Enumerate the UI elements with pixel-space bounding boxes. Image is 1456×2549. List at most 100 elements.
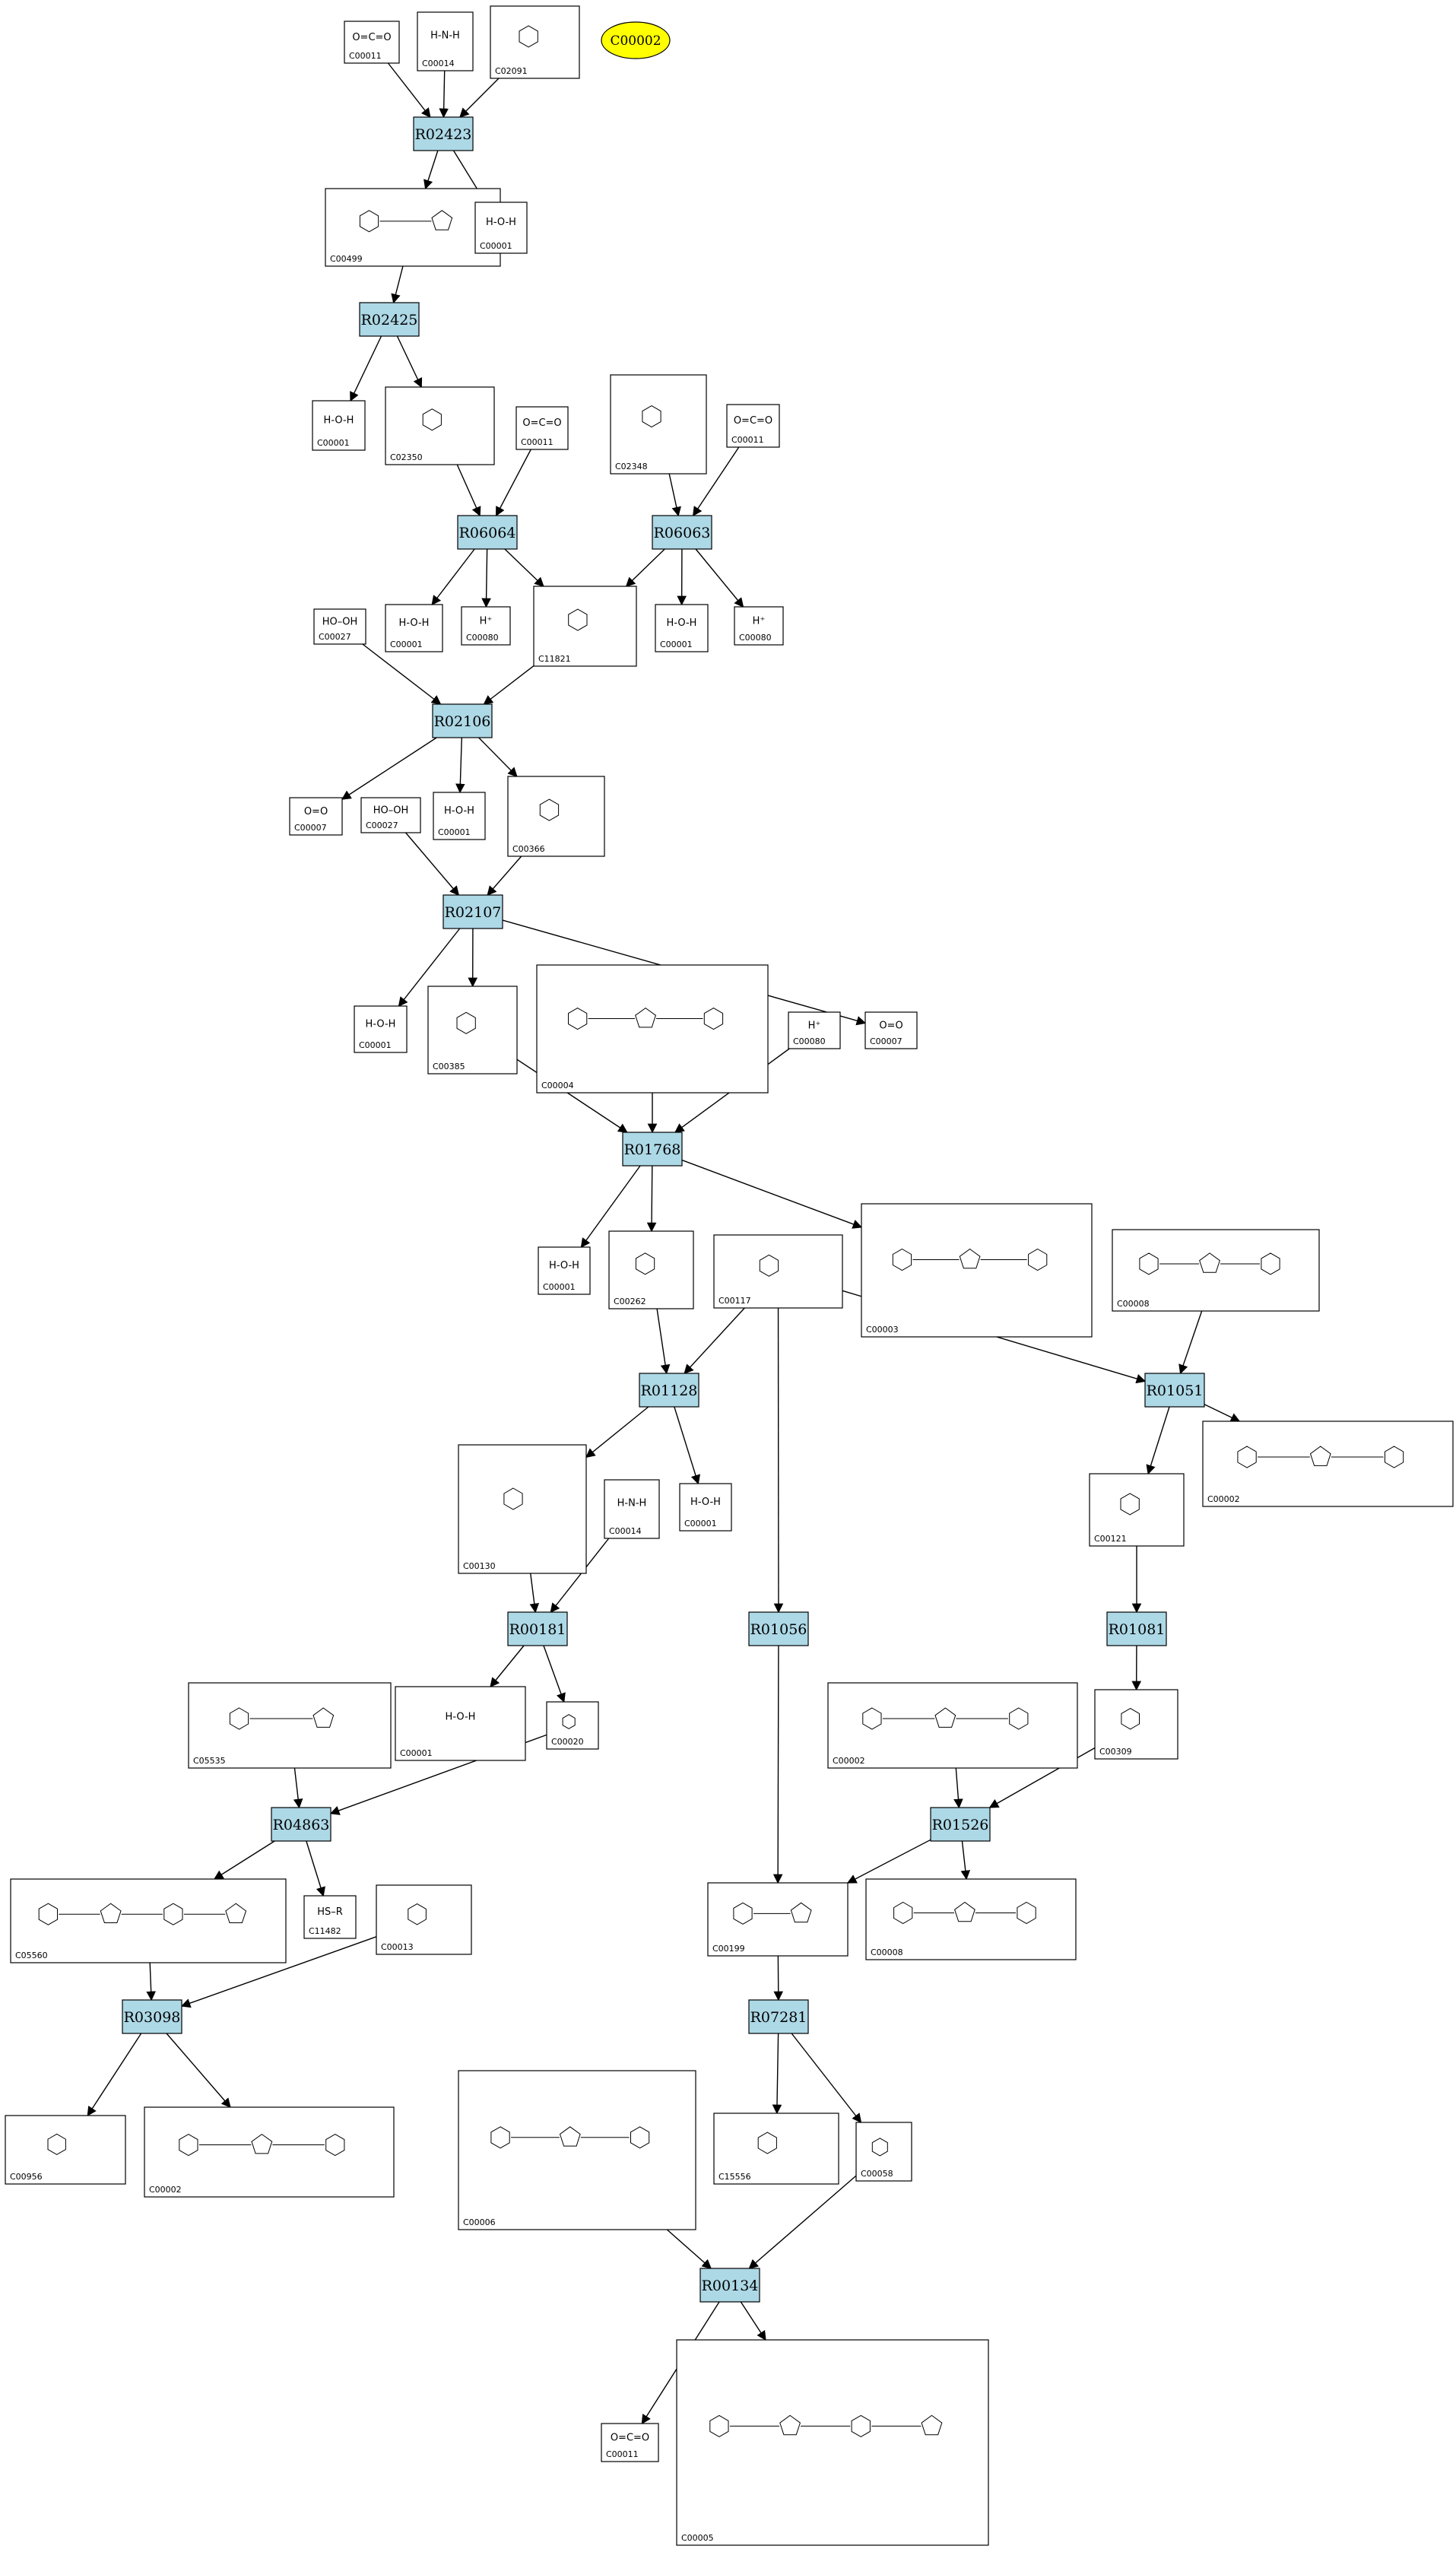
reaction-node[interactable]: R01051 — [1144, 1373, 1205, 1408]
reaction-node[interactable]: R00134 — [699, 2268, 760, 2303]
reaction-node[interactable]: R01526 — [930, 1807, 991, 1842]
compound-id-label: C00121 — [1094, 1534, 1127, 1544]
compound-node[interactable]: C00008 — [865, 1878, 1077, 1960]
compound-box — [601, 2423, 659, 2462]
compound-id-label: C00014 — [422, 59, 455, 68]
compound-node[interactable]: C05560 — [10, 1878, 287, 1963]
reaction-node[interactable]: R04863 — [271, 1807, 331, 1842]
compound-node[interactable]: C00117 — [713, 1234, 843, 1309]
compound-box — [1089, 1473, 1185, 1547]
compound-node[interactable]: C00262 — [608, 1230, 694, 1309]
structure-ring — [359, 210, 379, 233]
reaction-node[interactable]: R01128 — [639, 1373, 699, 1408]
reaction-arrow — [550, 1538, 610, 1613]
compound-id-label: C00001 — [660, 640, 693, 649]
compound-node[interactable]: C00956 — [5, 2115, 126, 2185]
structure-ring — [38, 1903, 58, 1925]
reaction-node[interactable]: R01768 — [622, 1132, 683, 1167]
reaction-node[interactable]: R02423 — [413, 116, 474, 151]
highlighted-compound[interactable]: C00002 — [601, 21, 671, 59]
reaction-node[interactable]: R01081 — [1106, 1611, 1167, 1646]
reaction-box — [457, 515, 518, 550]
reaction-node[interactable]: R00181 — [507, 1611, 568, 1646]
compound-id-label: C00008 — [871, 1947, 903, 1957]
compound-node[interactable]: C00013 — [376, 1884, 472, 1955]
compound-node[interactable]: H⁺C00080 — [734, 606, 784, 646]
reaction-node[interactable]: R06063 — [652, 515, 712, 550]
compound-id-label: C11821 — [538, 654, 571, 664]
reaction-node[interactable]: R07281 — [748, 1999, 809, 2034]
reaction-box — [748, 1611, 809, 1646]
reaction-id-label: R01081 — [1109, 1621, 1166, 1638]
compound-node[interactable]: C00002 — [1202, 1421, 1454, 1507]
compound-node[interactable]: C00006 — [458, 2070, 696, 2230]
compound-node[interactable]: C02091 — [490, 5, 580, 79]
compound-node[interactable]: C00199 — [707, 1882, 849, 1957]
compound-id-label: C00004 — [541, 1081, 574, 1090]
compound-node[interactable]: C05535 — [188, 1682, 392, 1769]
compound-node[interactable]: C00058 — [855, 2122, 912, 2182]
compound-box — [864, 1011, 918, 1049]
compound-box — [610, 374, 707, 475]
structure-ring — [568, 1008, 588, 1030]
structure-ring — [1139, 1252, 1159, 1275]
structure-ring — [431, 210, 453, 230]
reaction-node[interactable]: R02107 — [443, 894, 503, 929]
reaction-box — [930, 1807, 991, 1842]
reaction-node[interactable]: R06064 — [457, 515, 518, 550]
compound-node[interactable]: C00002 — [144, 2106, 395, 2198]
compound-node[interactable]: C00003 — [861, 1203, 1093, 1338]
compound-node[interactable]: C00121 — [1089, 1473, 1185, 1547]
compound-box — [395, 1686, 526, 1761]
reaction-node[interactable]: R03098 — [122, 1999, 182, 2034]
compound-node[interactable]: C00385 — [427, 986, 518, 1075]
compound-node[interactable]: C00008 — [1112, 1229, 1320, 1312]
reaction-node[interactable]: R02425 — [359, 302, 420, 337]
compound-node[interactable]: C00130 — [458, 1444, 587, 1574]
compound-box — [5, 2115, 126, 2185]
reaction-arrow — [362, 643, 442, 705]
reaction-node[interactable]: R02106 — [432, 703, 493, 738]
reaction-arrow — [529, 1573, 540, 1614]
compound-node[interactable]: C11821 — [533, 586, 637, 667]
reaction-box — [622, 1132, 683, 1167]
compound-id-label: C00199 — [712, 1944, 745, 1954]
compound-node[interactable]: C00499 — [325, 188, 501, 267]
compound-node[interactable]: C00005 — [676, 2339, 989, 2546]
structure-ring — [851, 2414, 871, 2437]
compound-box — [313, 608, 366, 645]
compound-node[interactable]: C02348 — [610, 374, 707, 475]
compound-node[interactable]: C00309 — [1094, 1689, 1178, 1760]
compound-node[interactable]: H⁺C00080 — [461, 606, 511, 646]
reaction-node[interactable]: R01056 — [748, 1611, 809, 1646]
structure-ring — [635, 1007, 656, 1028]
compound-node[interactable]: C00004 — [536, 964, 769, 1094]
compound-node[interactable]: C02350 — [385, 386, 495, 465]
compound-node[interactable]: C00366 — [507, 776, 605, 857]
compound-node[interactable]: C00002 — [827, 1682, 1078, 1769]
compound-node[interactable]: C00020 — [546, 1701, 599, 1750]
compound-node[interactable]: H⁺C00080 — [788, 1011, 841, 1049]
reaction-id-label: R04863 — [273, 1817, 330, 1833]
compound-node[interactable]: C15556 — [713, 2113, 839, 2185]
